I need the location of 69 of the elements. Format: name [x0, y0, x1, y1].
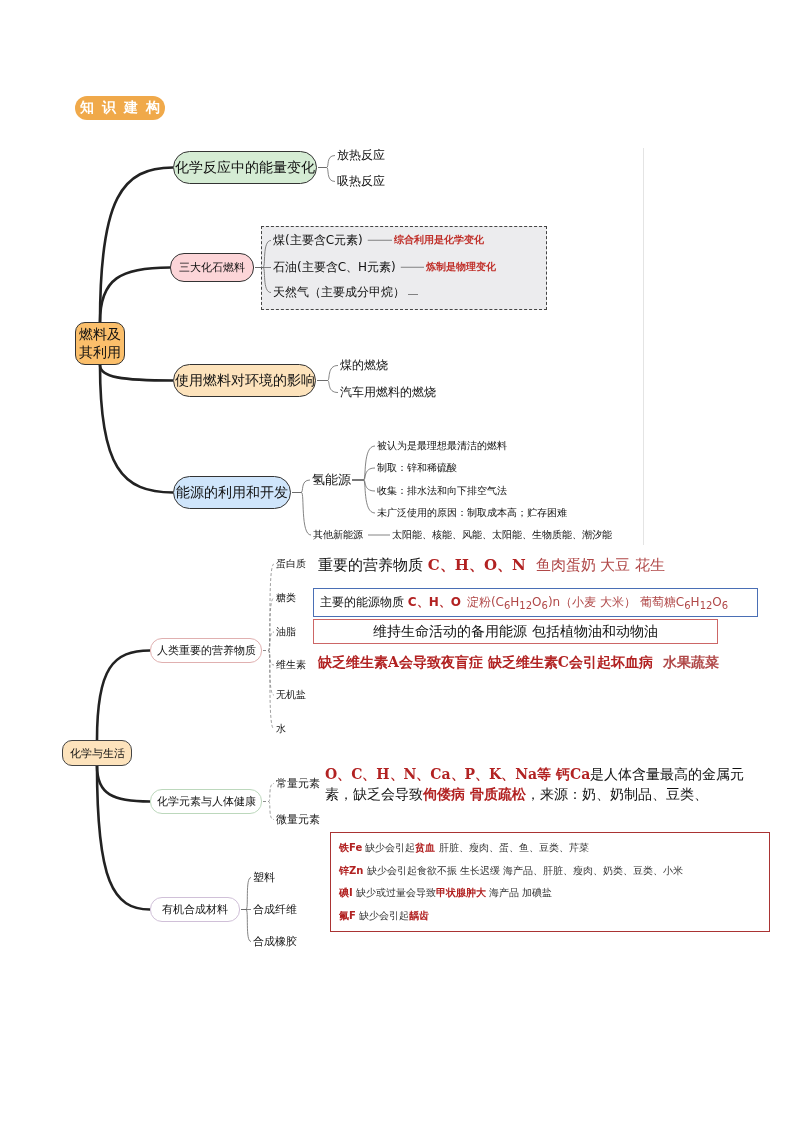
- branch-curve: [98, 364, 173, 382]
- branch-label: 微量元素: [276, 812, 320, 827]
- connector-line: [351, 479, 376, 514]
- topic-box: 燃料及其利用: [75, 322, 125, 365]
- branch-label: 汽车用燃料的燃烧: [340, 384, 436, 401]
- branch-label: 被认为是最理想最清洁的燃料: [377, 439, 507, 453]
- table-row: 铁Fe 缺少会引起贫血 肝脏、瘦肉、蛋、鱼、豆类、芹菜: [339, 841, 589, 856]
- text-run: 淀粉(C$_{6}$H$_{12}$O$_{6}$)n（小麦 大米） 葡萄糖C$_{6}$H$_{12}$O$_{6}$: [466, 593, 729, 612]
- branch-label: 炼制是物理变化: [426, 260, 496, 274]
- branch-label: 收集：排水法和向下排空气法: [377, 484, 507, 498]
- connector-line: [407, 294, 419, 295]
- table-row: 氟F 缺少会引起龋齿: [339, 908, 430, 923]
- text-box: [313, 588, 758, 617]
- connector-line: [400, 266, 425, 268]
- branch-label: 蛋白质: [276, 557, 306, 571]
- topic-box: 化学反应中的能量变化: [173, 151, 317, 184]
- branch-label: 其他新能源: [313, 528, 363, 542]
- note-text: 鱼肉蛋奶 大豆 花生: [535, 556, 666, 574]
- branch-label: 无机盐: [276, 688, 306, 702]
- branch-label: 合成纤维: [253, 902, 297, 917]
- connector-line: [244, 909, 252, 910]
- connector-line: [254, 267, 272, 293]
- connector-line: [262, 801, 275, 820]
- branch-label: 未广泛使用的原因：制取成本高；贮存困难: [377, 506, 567, 520]
- topic-box: 使用燃料对环境的影响: [173, 364, 316, 397]
- branch-label: 放热反应: [337, 147, 385, 164]
- branch-label: 氢能源: [312, 471, 351, 489]
- branch-label: 常量元素: [276, 776, 320, 791]
- note-text: 重要的营养物质 C、H、O、N: [318, 556, 526, 574]
- branch-label: 煤(主要含C元素): [273, 232, 363, 249]
- connector-line: [367, 534, 391, 536]
- note-text: O、C、H、N、Ca、P、K、Na等 钙Ca是人体含量最高的金属元素，缺乏会导致佝偻病 骨质疏松，来源：奶、奶制品、豆类、: [325, 766, 745, 802]
- note-text: 水果蔬菜: [662, 654, 719, 670]
- branch-label: 维生素: [276, 658, 306, 672]
- branch-label: 糖类: [276, 591, 296, 605]
- topic-box: 有机合成材料: [150, 897, 240, 922]
- topic-box: 能源的利用和开发: [173, 476, 291, 509]
- branch-label: 综合利用是化学变化: [394, 233, 484, 247]
- branch-label: 合成橡胶: [253, 934, 297, 949]
- branch-label: 煤的燃烧: [340, 357, 388, 374]
- text-run: 主要的能源物质 C、H、O: [320, 594, 461, 611]
- branch-curve: [98, 266, 171, 323]
- topic-box: 化学元素与人体健康: [150, 789, 262, 814]
- connector-line: [291, 492, 312, 536]
- dashed-panel: [261, 226, 547, 310]
- branch-curve: [98, 364, 174, 494]
- connector-line: [317, 167, 336, 182]
- topic-box: 化学与生活: [62, 740, 132, 766]
- branch-curve: [95, 766, 151, 911]
- branch-curve: [95, 649, 151, 741]
- note-text: 缺乏维生素A会导致夜盲症 缺乏维生素C会引起坏血病: [318, 654, 653, 670]
- branch-label: 制取：锌和稀硫酸: [377, 461, 457, 475]
- table-row: 碘I 缺少或过量会导致甲状腺肿大 海产品 加碘盐: [339, 886, 553, 901]
- connector-line: [367, 239, 393, 241]
- table-row: 锌Zn 缺少会引起食欲不振 生长迟缓 海产品、肝脏、瘦肉、奶类、豆类、小米: [339, 863, 683, 878]
- branch-label: 石油(主要含C、H元素): [273, 259, 396, 276]
- branch-label: 塑料: [253, 870, 275, 885]
- topic-box: 人类重要的营养物质: [150, 638, 262, 663]
- connector-line: [240, 909, 252, 942]
- text-box: 维持生命活动的备用能源 包括植物油和动物油: [313, 619, 718, 644]
- branch-label: 水: [276, 722, 286, 736]
- branch-label: 油脂: [276, 625, 296, 639]
- title-badge: 知识建构: [75, 96, 165, 120]
- branch-label: 吸热反应: [337, 173, 385, 190]
- connector-line: [316, 380, 339, 393]
- branch-label: 天然气（主要成分甲烷）: [273, 284, 405, 301]
- branch-label: 太阳能、核能、风能、太阳能、生物质能、潮汐能: [392, 528, 612, 542]
- text-box: [330, 832, 770, 932]
- topic-box: 三大化石燃料: [170, 253, 254, 282]
